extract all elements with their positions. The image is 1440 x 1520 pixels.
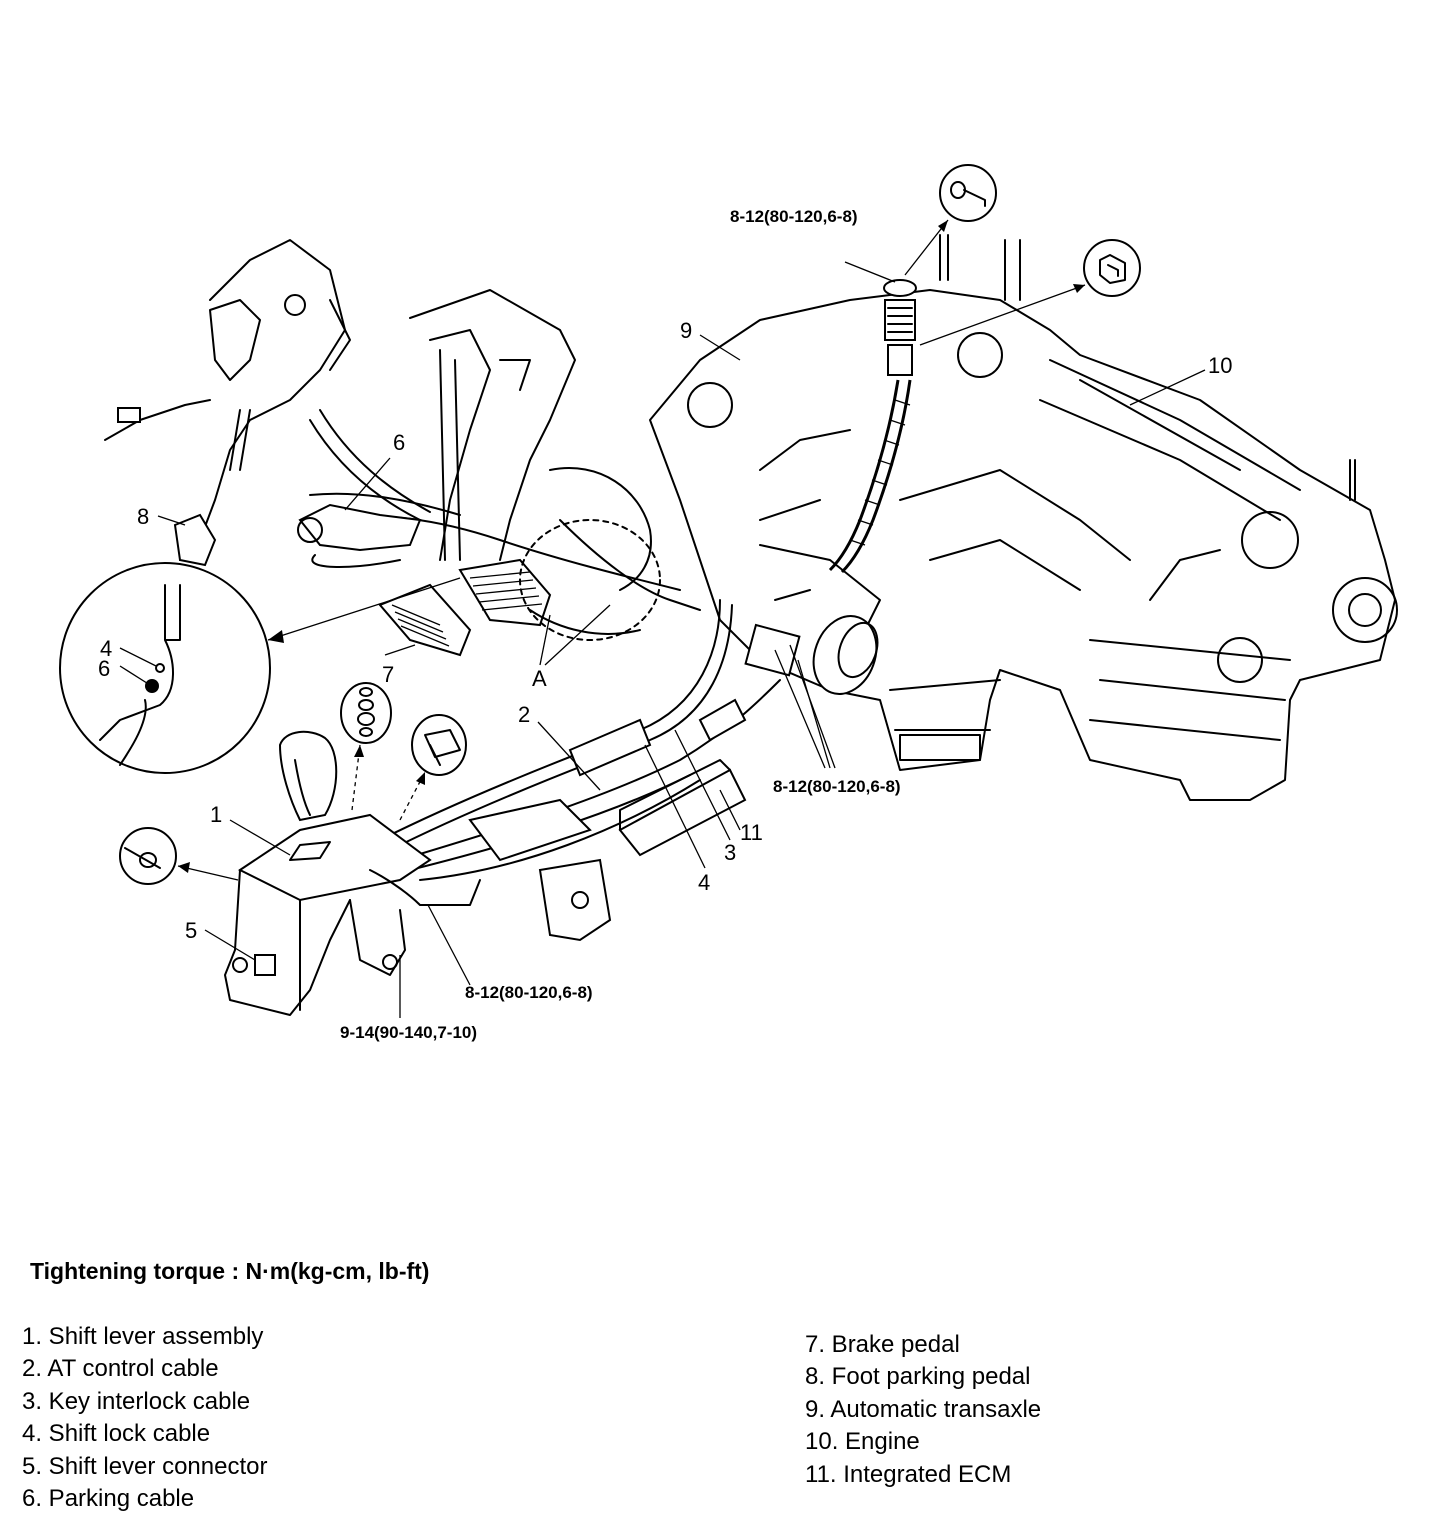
legend-item: 8. Foot parking pedal [805,1363,1031,1391]
detail-view-circle [59,562,461,774]
foot-parking-pedal-illustration [104,239,431,567]
callout-9: 9 [680,318,692,343]
legend-item: 3. Key interlock cable [22,1387,251,1415]
legend-item: 7. Brake pedal [805,1331,960,1358]
callout-4: 4 [698,870,710,895]
transaxle-shift-mechanism [744,279,917,695]
torque-label-top-bracket: 8-12(80-120,6-8) [730,207,858,226]
callout-1: 1 [210,802,222,827]
nut-detail-bubble [119,827,239,885]
legend-item: 9. Automatic transaxle [805,1395,1042,1423]
connector-detail-bubble [399,714,467,821]
callout-3: 3 [724,840,736,865]
legend-item: 1. Shift lever assembly [22,1323,264,1350]
legend-item: 11. Integrated ECM [805,1460,1012,1488]
legend-item: 2. AT control cable [22,1355,219,1383]
legend-item: 6. Parking cable [22,1485,195,1513]
washer-detail-bubble [340,682,392,811]
bolt-detail-bubble-top [904,164,997,276]
torque-label-transaxle-mount: 8-12(80-120,6-8) [773,777,901,796]
legend-item: 10. Engine [805,1428,920,1456]
engine-transaxle-illustration [649,234,1398,801]
clip-detail-bubble [919,239,1141,346]
brake-pedal-illustration [378,289,661,657]
callout-8: 8 [137,504,149,529]
callout-5: 5 [185,918,197,943]
torque-label-shift-bracket: 8-12(80-120,6-8) [465,983,593,1002]
legend-item: 5. Shift lever connector [22,1452,268,1480]
callout-a: A [532,666,547,691]
legend-left-column: 1. Shift lever assembly 2. AT control ca… [22,1321,267,1515]
callout-7: 7 [382,662,394,687]
legend-title: Tightening torque : N·m(kg-cm, lb-ft) [30,1258,430,1284]
callout-11: 11 [740,820,763,845]
control-cables [379,519,781,881]
integrated-ecm-illustration [618,759,747,857]
detail-callout-4: 4 [100,636,112,661]
callout-6: 6 [393,430,405,455]
callout-2: 2 [518,702,530,727]
callout-10: 10 [1208,353,1232,378]
legend-right-column: 7. Brake pedal 8. Foot parking pedal 9. … [805,1329,1041,1491]
shift-lever-illustration [224,730,612,1016]
legend-item: 4. Shift lock cable [22,1420,211,1448]
detail-callout-6: 6 [98,656,110,681]
leader-lines [157,261,1206,1018]
torque-label-shift-base: 9-14(90-140,7-10) [340,1023,477,1042]
